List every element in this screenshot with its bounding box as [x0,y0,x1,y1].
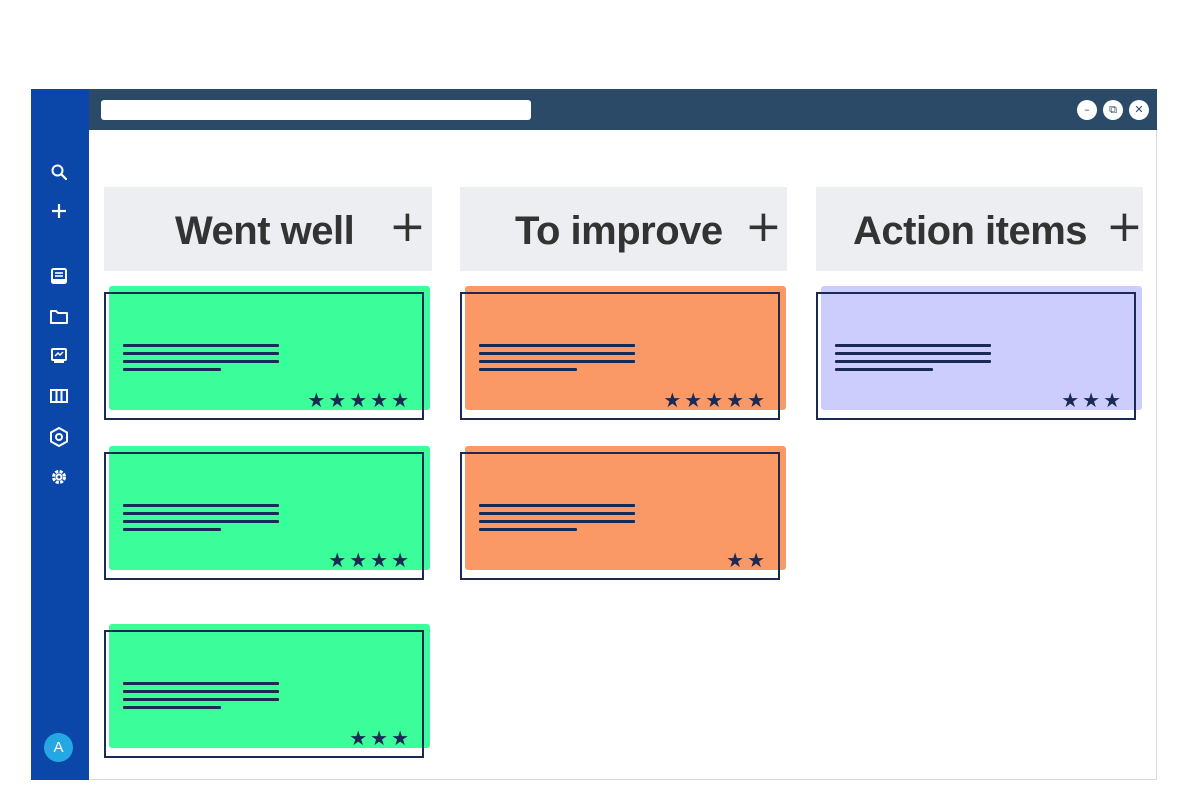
retro-card[interactable]: ★★★★ [104,446,432,582]
minimize-icon[interactable]: – [1077,100,1097,120]
card-outline [816,292,1136,420]
card-text-placeholder [123,352,279,355]
retro-card[interactable]: ★★★ [104,624,432,760]
card-text-placeholder [479,352,635,355]
shield-icon[interactable] [48,426,70,448]
card-text-placeholder [835,360,991,363]
card-text-placeholder [123,504,279,507]
card-outline [104,452,424,580]
add-card-button[interactable]: + [1106,201,1143,252]
retro-card[interactable]: ★★★ [816,286,1144,422]
card-outline [460,292,780,420]
inbox-icon[interactable] [48,265,70,287]
retro-card[interactable]: ★★★★★ [460,286,788,422]
card-background [465,446,786,570]
column-title: To improve [515,209,723,253]
retro-card[interactable]: ★★★★★ [104,286,432,422]
card-text-placeholder [123,698,279,701]
card-text-placeholder [479,504,635,507]
card-outline [104,292,424,420]
card-text-placeholder [479,520,635,523]
card-text-placeholder [479,512,635,515]
add-card-button[interactable]: + [745,201,782,252]
card-outline [104,630,424,758]
card-background [821,286,1142,410]
board-icon[interactable] [48,345,70,367]
card-outline [460,452,780,580]
star-rating: ★★★★★ [307,388,412,412]
card-text-placeholder [123,520,279,523]
card-text-placeholder [479,368,577,371]
card-text-placeholder [479,344,635,347]
card-text-placeholder [123,682,279,685]
card-background [109,624,430,748]
card-text-placeholder [835,352,991,355]
gear-icon[interactable] [48,466,70,488]
column-header-to-improve: To improve + [460,187,787,271]
retro-card[interactable]: ★★ [460,446,788,582]
column-header-action-items: Action items + [816,187,1143,271]
column-header-went-well: Went well + [104,187,432,271]
card-text-placeholder [123,360,279,363]
card-text-placeholder [835,344,991,347]
column-title: Went well [175,209,355,253]
star-rating: ★★ [726,548,768,572]
card-text-placeholder [123,690,279,693]
star-rating: ★★★ [349,726,412,750]
column-title: Action items [853,209,1088,253]
star-rating: ★★★ [1061,388,1124,412]
close-icon[interactable]: ✕ [1129,100,1149,120]
card-text-placeholder [123,512,279,515]
card-text-placeholder [835,368,933,371]
title-bar: – ⧉ ✕ [89,89,1157,130]
avatar[interactable]: A [44,733,73,762]
card-text-placeholder [123,706,221,709]
card-text-placeholder [123,344,279,347]
search-icon[interactable] [48,161,70,183]
columns-icon[interactable] [48,385,70,407]
card-text-placeholder [479,528,577,531]
card-text-placeholder [123,528,221,531]
star-rating: ★★★★ [328,548,412,572]
add-card-button[interactable]: + [389,201,426,252]
restore-icon[interactable]: ⧉ [1103,100,1123,120]
card-background [109,446,430,570]
card-text-placeholder [123,368,221,371]
add-icon[interactable] [48,200,70,222]
star-rating: ★★★★★ [663,388,768,412]
card-background [109,286,430,410]
card-background [465,286,786,410]
card-text-placeholder [479,360,635,363]
folder-icon[interactable] [48,305,70,327]
address-bar[interactable] [101,100,531,120]
